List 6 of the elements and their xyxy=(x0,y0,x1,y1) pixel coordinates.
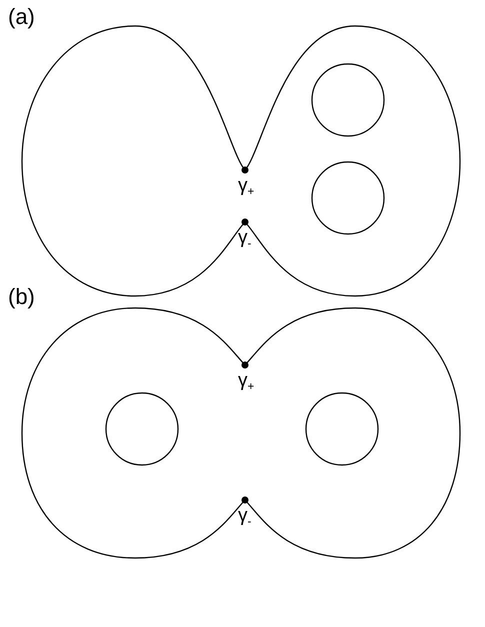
point-label: γ$_{-}$ xyxy=(238,506,252,528)
point-label: γ$_{+}$ xyxy=(238,371,254,394)
panel-label: (b) xyxy=(8,286,35,308)
point-label: γ$_{+}$ xyxy=(238,176,254,198)
panel-label: (a) xyxy=(8,6,35,28)
point-label: γ$_{-}$ xyxy=(238,228,252,250)
